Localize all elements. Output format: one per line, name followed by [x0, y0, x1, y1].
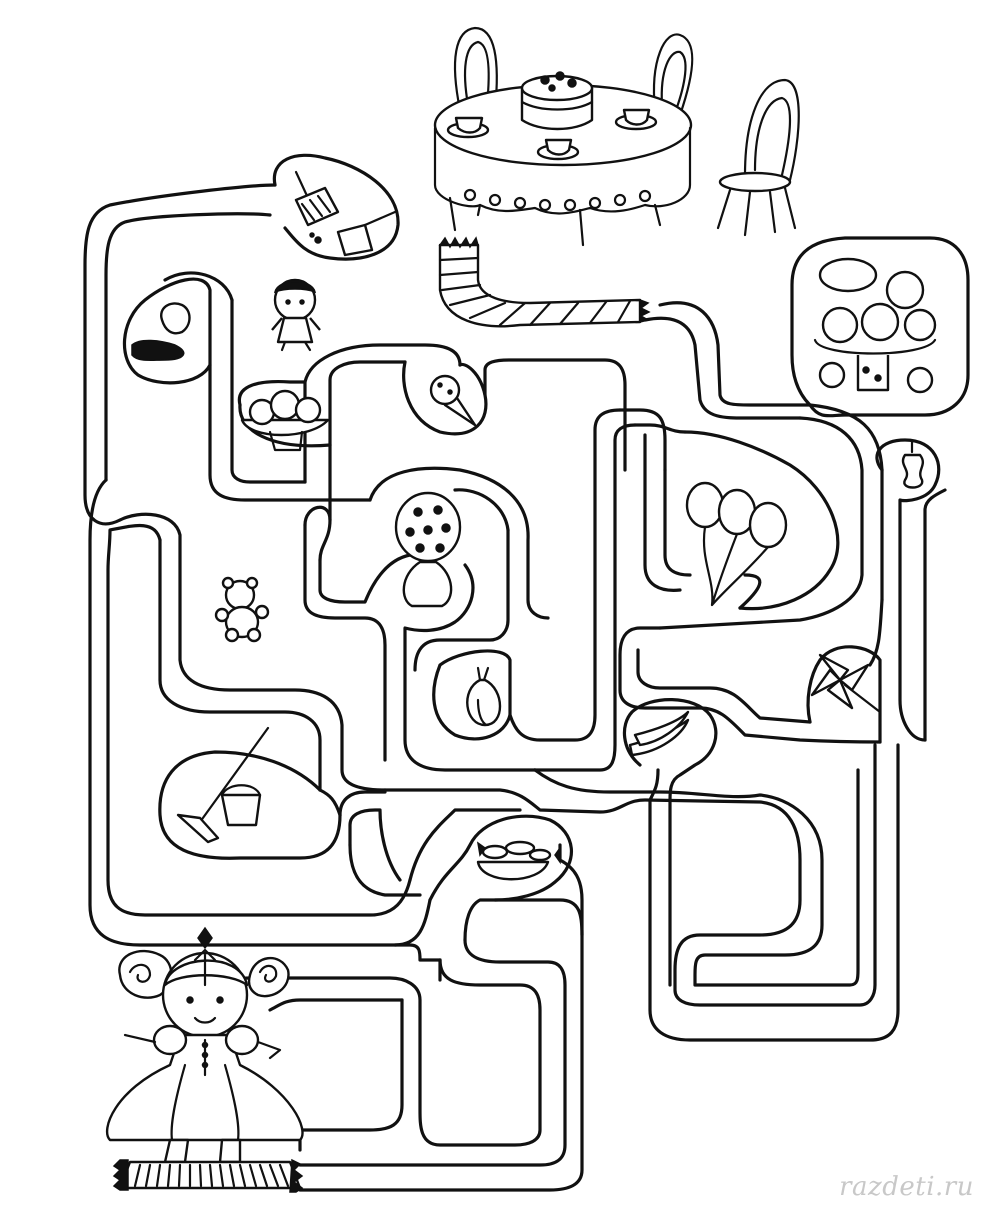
pinwheel-icon — [810, 653, 882, 714]
maze-wall — [658, 301, 812, 407]
maze-wall — [318, 443, 332, 562]
maze-wall — [383, 743, 877, 1007]
maze-wall — [875, 438, 941, 742]
maze-wall — [348, 808, 402, 882]
maze-wall — [237, 380, 307, 484]
maze-wall — [88, 478, 432, 947]
broom-and-dustpan-icon — [294, 170, 397, 257]
maze-wall — [483, 358, 627, 472]
maze-wall — [643, 316, 802, 420]
maze-wall — [393, 943, 442, 962]
maze-wall — [298, 898, 584, 1192]
maze-wall — [303, 523, 387, 762]
maze-wall — [106, 523, 412, 917]
girl-on-rug — [105, 926, 304, 1193]
maze-wall — [738, 573, 762, 610]
teddy-bear-icon — [214, 576, 270, 643]
maze-wall — [533, 768, 860, 987]
maze-wall — [208, 363, 372, 502]
onion-icon — [466, 666, 502, 727]
maze-wall — [348, 843, 422, 897]
maze-wall — [328, 360, 407, 447]
maze-wall — [648, 768, 660, 802]
spilled-cup-icon — [131, 302, 191, 362]
maze-wall — [453, 488, 510, 532]
watermark-text: razdeti.ru — [839, 1172, 974, 1202]
maze-wall — [618, 408, 667, 472]
maze-wall — [298, 938, 567, 1167]
maze-wall — [248, 958, 542, 1147]
fruit-plate-icon — [813, 257, 937, 394]
maze-wall — [648, 743, 900, 1042]
maze-wall — [663, 468, 692, 577]
maze-wall — [158, 538, 322, 792]
maze-wall — [413, 528, 510, 672]
maze-wall — [533, 423, 637, 772]
flower-vase-icon — [394, 491, 462, 608]
maze-wall — [158, 750, 342, 860]
maze-wall — [806, 645, 882, 744]
mop-and-bucket-icon — [176, 726, 270, 844]
maze-wall — [318, 788, 342, 817]
maze-wall — [658, 416, 864, 630]
fruit-bowl-icon — [240, 389, 330, 452]
doll-icon — [271, 278, 321, 352]
maze-wall — [408, 808, 522, 882]
maze-wall — [298, 998, 404, 1132]
maze-wall — [368, 466, 550, 620]
maze-wall — [808, 403, 884, 602]
maze-wall — [303, 343, 462, 384]
maze-wall — [230, 298, 307, 484]
candy-bowl-icon — [476, 840, 561, 881]
ice-cream-icon — [429, 374, 477, 427]
bananas-icon — [628, 710, 690, 757]
maze-wall — [508, 408, 622, 742]
hair-bun — [247, 956, 290, 998]
maze-wall — [643, 433, 682, 592]
maze-wall — [118, 512, 387, 792]
balloons-icon — [685, 481, 788, 607]
teacup-icon — [446, 116, 490, 139]
maze-wall — [104, 212, 272, 482]
maze-paths — [83, 153, 970, 1192]
maze-wall — [272, 153, 400, 261]
cake-icon — [520, 71, 594, 131]
maze-wall — [790, 236, 970, 418]
maze-wall — [123, 277, 212, 385]
maze-wall — [923, 488, 947, 742]
apple-core-icon — [901, 440, 925, 489]
maze-wall — [618, 626, 882, 744]
chair-right — [652, 33, 694, 117]
maze-wall — [683, 430, 840, 611]
maze-wall — [268, 998, 404, 1012]
maze-wall — [428, 814, 573, 942]
maze-wall — [303, 505, 332, 527]
maze-wall — [238, 403, 332, 448]
maze-wall — [403, 563, 537, 772]
maze-wall — [868, 598, 884, 667]
maze-wall — [432, 649, 512, 741]
tablecloth-scallops — [463, 188, 652, 212]
teacup-icon — [614, 108, 658, 131]
chair-icon — [716, 78, 800, 237]
maze-wall — [402, 360, 488, 436]
chair-left — [453, 26, 498, 112]
maze-wall — [338, 790, 387, 817]
maze-wall — [636, 648, 812, 724]
maze-wall — [163, 271, 234, 302]
maze-wall — [318, 553, 412, 604]
tea-party-table — [433, 26, 800, 328]
maze-wall — [633, 423, 687, 434]
maze-wall — [622, 698, 718, 802]
teacup-icon — [536, 138, 580, 161]
girl-dress — [105, 1033, 304, 1142]
